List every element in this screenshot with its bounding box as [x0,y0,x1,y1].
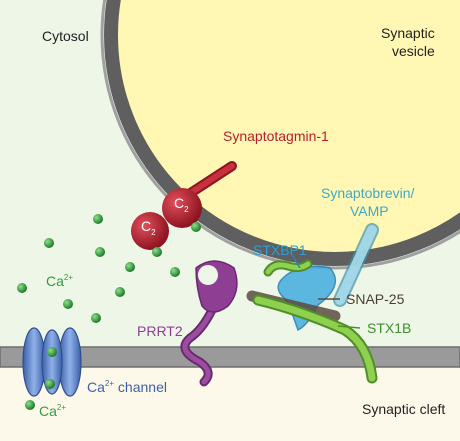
c2-domain-upper [162,188,202,228]
calcium-ion [91,313,101,323]
calcium-ion [25,400,35,410]
calcium-ion [63,299,73,309]
plasma-membrane [0,346,460,368]
stx1b-label: STX1B [367,320,411,336]
calcium-ion [93,214,103,224]
prrt2-label: PRRT2 [137,323,183,339]
stxbp1-label: STXBP1 [253,242,307,258]
calcium-channel [22,327,82,397]
calcium-channel-label: Ca2+ channel [87,379,167,395]
calcium-ion [45,379,55,389]
vesicle-label-line2: vesicle [392,43,435,59]
calcium-label-cytosol: Ca2+ [46,273,73,289]
calcium-ion [17,283,27,293]
calcium-ion [115,287,125,297]
synaptic-cleft-label: Synaptic cleft [362,401,445,417]
synaptic-vesicle [100,0,460,270]
stxbp1-leader [291,254,301,269]
c2-label-upper: C2 [174,195,189,214]
synaptotagmin-protein [131,161,237,250]
synaptotagmin-label: Synaptotagmin-1 [223,128,329,144]
calcium-ions [17,214,201,410]
c2-domain-lower [131,212,169,250]
calcium-label-cleft: Ca2+ [39,403,66,419]
stx1b-leader [337,325,361,329]
stx1b-protein [252,259,378,384]
vesicle-label-line1: Synaptic [381,25,435,41]
calcium-ion [191,222,201,232]
snap25-label: SNAP-25 [346,291,405,307]
calcium-ion [170,267,180,277]
c2-label-lower: C2 [141,218,156,237]
prrt2-protein [180,260,238,387]
calcium-ion [95,247,105,257]
synaptobrevin-protein [333,223,379,307]
calcium-ion [125,262,135,272]
calcium-ion [47,347,57,357]
calcium-ion [44,238,54,248]
cytosol-label: Cytosol [42,28,89,44]
synaptobrevin-label-line2: VAMP [350,203,389,219]
calcium-ion [152,247,162,257]
synaptobrevin-label-line1: Synaptobrevin/ [321,185,415,201]
